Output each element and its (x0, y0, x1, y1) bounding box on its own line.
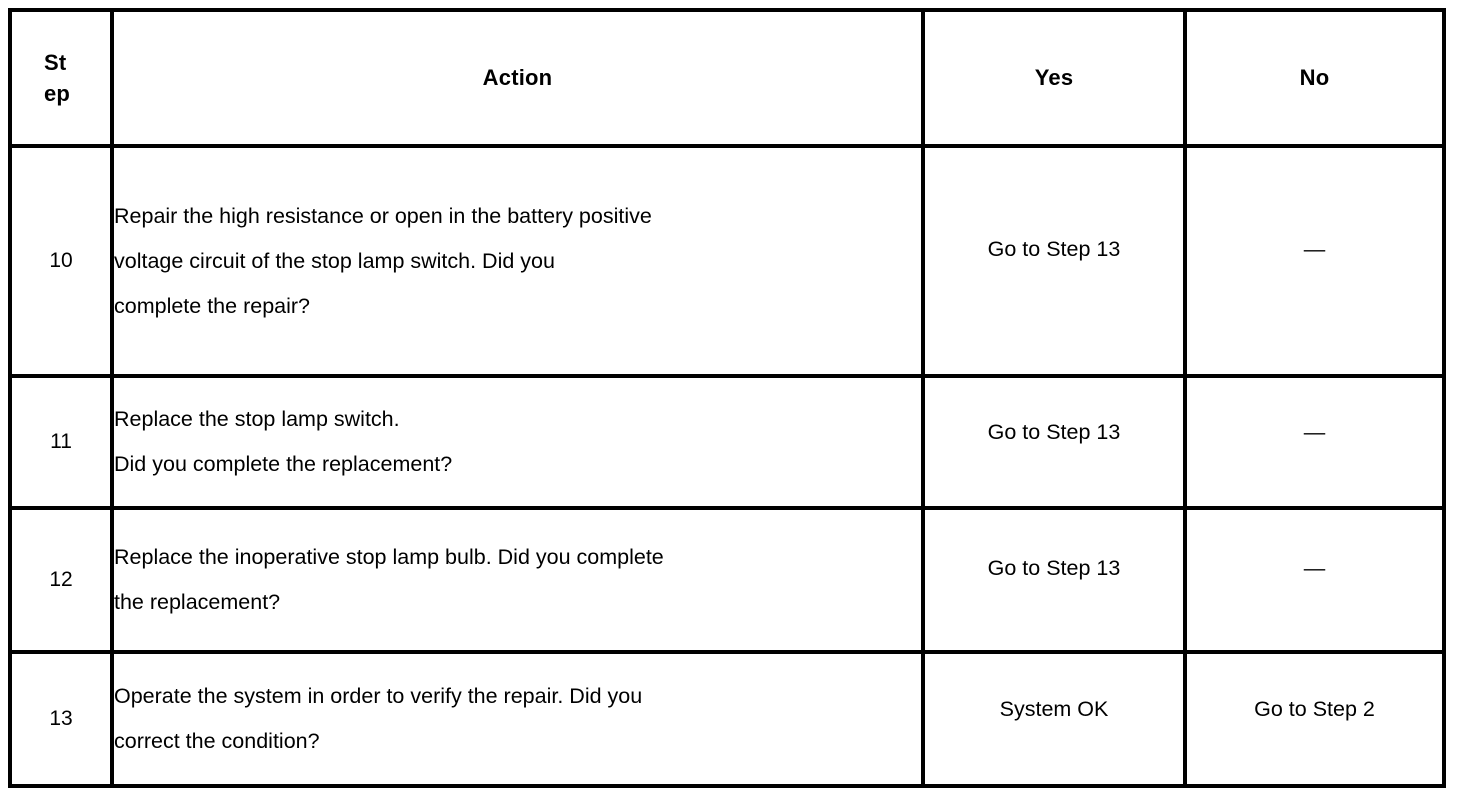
action-cell: Replace the stop lamp switch. Did you co… (110, 374, 925, 510)
no-result-cell: — (1183, 144, 1446, 378)
no-result-cell: Go to Step 2 (1183, 650, 1446, 788)
column-header-step-label: Step (44, 50, 71, 106)
diagnostic-steps-table: Step Action Yes No 10 Repair the high re… (8, 8, 1446, 788)
action-cell: Repair the high resistance or open in th… (110, 144, 925, 378)
step-number-cell: 10 (8, 144, 114, 378)
step-number-cell: 13 (8, 650, 114, 788)
action-line: Did you complete the replacement? (114, 452, 453, 476)
table-header-row: Step Action Yes No (8, 8, 1446, 148)
action-cell: Operate the system in order to verify th… (110, 650, 925, 788)
action-line: the replacement? (114, 590, 281, 614)
action-line: Repair the high resistance or open in th… (114, 203, 652, 228)
column-header-yes: Yes (921, 8, 1187, 148)
yes-result-cell: Go to Step 13 (921, 374, 1187, 510)
table-row: 10 Repair the high resistance or open in… (8, 144, 1446, 378)
column-header-action: Action (110, 8, 925, 148)
no-result-cell: — (1183, 374, 1446, 510)
action-line: Replace the inoperative stop lamp bulb. … (114, 545, 664, 569)
table-row: 13 Operate the system in order to verify… (8, 650, 1446, 788)
action-line: Replace the stop lamp switch. (114, 407, 400, 431)
action-cell: Replace the inoperative stop lamp bulb. … (110, 506, 925, 654)
table-body: 10 Repair the high resistance or open in… (8, 144, 1446, 788)
step-number-cell: 12 (8, 506, 114, 654)
yes-result-cell: Go to Step 13 (921, 144, 1187, 378)
action-line: voltage circuit of the stop lamp switch.… (114, 248, 555, 273)
table-row: 12 Replace the inoperative stop lamp bul… (8, 506, 1446, 654)
step-number-cell: 11 (8, 374, 114, 510)
document-page: Step Action Yes No 10 Repair the high re… (8, 8, 1446, 788)
action-line: Operate the system in order to verify th… (114, 684, 643, 708)
table-row: 11 Replace the stop lamp switch. Did you… (8, 374, 1446, 510)
column-header-no: No (1183, 8, 1446, 148)
yes-result-cell: Go to Step 13 (921, 506, 1187, 654)
action-line: complete the repair? (114, 293, 310, 318)
column-header-step: Step (8, 8, 114, 148)
action-line: correct the condition? (114, 729, 320, 753)
no-result-cell: — (1183, 506, 1446, 654)
yes-result-cell: System OK (921, 650, 1187, 788)
